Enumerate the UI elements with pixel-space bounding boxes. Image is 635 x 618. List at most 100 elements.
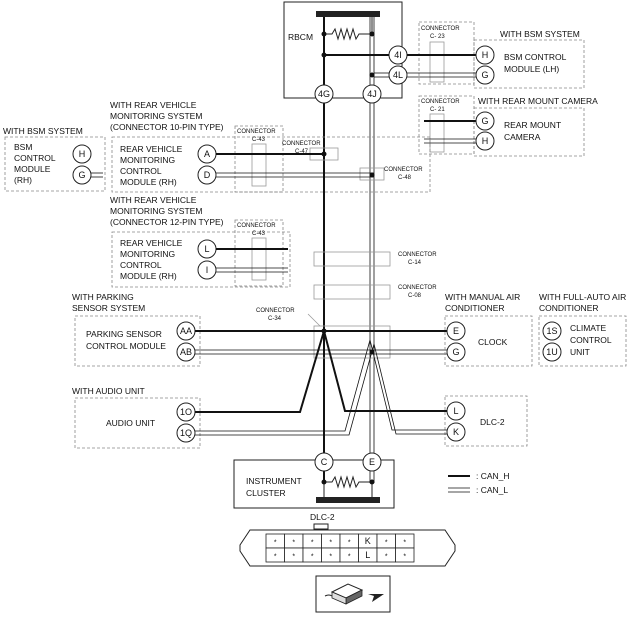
dlc2-pin-l: L [453, 406, 458, 416]
rvm10-line-3: CONTROL [120, 166, 162, 176]
bsm-rh-line-3: MODULE [14, 164, 51, 174]
rvm10-group: WITH REAR VEHICLE MONITORING SYSTEM (CON… [110, 100, 431, 193]
dlc-cell-label: * [274, 540, 277, 547]
c14-label: CONNECTOR [398, 252, 437, 258]
c08-id: C-08 [408, 293, 422, 299]
rvm10-connector-label: CONNECTOR [237, 129, 276, 135]
dlc-connector-cells: *****K*******L** [265, 533, 415, 563]
dlc-connector-face: DLC-2 *****K*******L** [239, 512, 456, 567]
rvm12-pin-l: L [204, 244, 209, 254]
climate-pin-1s: 1S [546, 326, 557, 336]
connector-icon-frame [315, 575, 391, 613]
clock-group-title-2: CONDITIONER [445, 303, 505, 313]
cluster-pin-c: C [321, 457, 328, 467]
cluster-line-2: CLUSTER [246, 488, 286, 498]
parking-group: WITH PARKING SENSOR SYSTEM PARKING SENSO… [72, 292, 447, 367]
rvm12-pin-i: I [206, 265, 209, 275]
bsm-lh-line-1: BSM CONTROL [504, 52, 567, 62]
parking-line-2: CONTROL MODULE [86, 341, 166, 351]
rear-camera-line-2: CAMERA [504, 132, 541, 142]
clock-group-title-1: WITH MANUAL AIR [445, 292, 520, 302]
rvm12-line-1: REAR VEHICLE [120, 238, 183, 248]
dlc-cell-label: * [403, 554, 406, 561]
climate-group-title-2: CONDITIONER [539, 303, 599, 313]
bsm-rh-line-4: (RH) [14, 175, 32, 185]
climate-group: WITH FULL-AUTO AIR CONDITIONER 1S 1U CLI… [538, 292, 627, 367]
dlc-cell-label: K [365, 536, 371, 546]
bsm-rh-line-2: CONTROL [14, 153, 56, 163]
dlc-cell-label: * [329, 540, 332, 547]
climate-pin-1u: 1U [546, 347, 558, 357]
rear-camera-connector-label: CONNECTOR [421, 99, 460, 105]
dlc-cell-label: * [311, 554, 314, 561]
rbcm-resistor [323, 17, 373, 41]
rvm10-group-title-2: MONITORING SYSTEM [110, 111, 202, 121]
dlc-cell-label: L [365, 550, 370, 560]
rvm12-group-title-1: WITH REAR VEHICLE [110, 195, 197, 205]
rvm12-line-2: MONITORING [120, 249, 175, 259]
dlc-cell-label: * [292, 540, 295, 547]
dlc2-pin-k: K [453, 427, 459, 437]
dlc-cell-label: * [403, 540, 406, 547]
rvm10-connector-id: C-43 [252, 137, 266, 143]
bsm-lh-pin-g: G [481, 70, 488, 80]
clock-label: CLOCK [478, 337, 508, 347]
dlc-cell-label: * [311, 540, 314, 547]
climate-line-3: UNIT [570, 347, 590, 357]
rvm10-pin-a: A [204, 149, 210, 159]
rear-camera-group-title: WITH REAR MOUNT CAMERA [478, 96, 598, 106]
clock-group: WITH MANUAL AIR CONDITIONER E G CLOCK [444, 292, 533, 367]
rvm10-group-title-3: (CONNECTOR 10-PIN TYPE) [110, 122, 224, 132]
rvm12-group-title-3: (CONNECTOR 12-PIN TYPE) [110, 217, 224, 227]
c08-label: CONNECTOR [398, 285, 437, 291]
legend-can-l: : CAN_L [476, 485, 508, 495]
rvm12-connector-id: C-43 [252, 231, 266, 237]
rvm10-line-4: MODULE (RH) [120, 177, 177, 187]
legend-can-h: : CAN_H [476, 471, 510, 481]
parking-group-title-2: SENSOR SYSTEM [72, 303, 145, 313]
rbcm-pin-4i: 4I [394, 50, 402, 60]
bsm-rh-group: WITH BSM SYSTEM BSM CONTROL MODULE (RH) … [3, 126, 106, 192]
parking-pin-aa: AA [180, 326, 192, 336]
rvm10-c48-id: C-48 [398, 175, 412, 181]
bsm-lh-connector-id: C- 23 [430, 34, 445, 40]
bsm-rh-group-title: WITH BSM SYSTEM [3, 126, 83, 136]
rear-camera-pin-g: G [481, 116, 488, 126]
bsm-rh-pin-h: H [79, 149, 86, 159]
dlc-cell-label: * [292, 554, 295, 561]
parking-pin-ab: AB [180, 347, 192, 357]
rbcm-pin-4l: 4L [393, 70, 403, 80]
inline-connectors: CONNECTOR C-14 CONNECTOR C-08 CONNECTOR … [256, 251, 437, 359]
branch-wires [195, 330, 447, 436]
rbcm-module: RBCM [283, 1, 403, 99]
rvm10-pin-d: D [204, 170, 211, 180]
dlc-cell-label: * [385, 540, 388, 547]
rbcm-pin-4j: 4J [367, 89, 377, 99]
dlc-cell-label: * [274, 554, 277, 561]
dlc-cell-label: * [348, 554, 351, 561]
bsm-rh-pin-g: G [78, 170, 85, 180]
parking-line-1: PARKING SENSOR [86, 329, 162, 339]
rear-camera-pin-h: H [482, 136, 489, 146]
audio-label: AUDIO UNIT [106, 418, 155, 428]
rear-camera-group: CONNECTOR C- 21 WITH REAR MOUNT CAMERA G… [418, 95, 598, 157]
audio-group-title: WITH AUDIO UNIT [72, 386, 145, 396]
bsm-lh-group: CONNECTOR C- 23 WITH BSM SYSTEM H G BSM … [407, 21, 585, 89]
bsm-lh-pin-h: H [482, 50, 489, 60]
dlc2-label: DLC-2 [480, 417, 505, 427]
bsm-lh-line-2: MODULE (LH) [504, 64, 559, 74]
c14-id: C-14 [408, 260, 422, 266]
bsm-rh-line-1: BSM [14, 142, 32, 152]
arrow-icon [368, 594, 384, 602]
rvm10-c48-label: CONNECTOR [384, 167, 423, 173]
climate-line-1: CLIMATE [570, 323, 607, 333]
cluster-group: C E INSTRUMENT CLUSTER [233, 452, 395, 509]
rvm12-line-3: CONTROL [120, 260, 162, 270]
rear-camera-connector-id: C- 21 [430, 107, 445, 113]
rvm10-line-1: REAR VEHICLE [120, 144, 183, 154]
cluster-line-1: INSTRUMENT [246, 476, 302, 486]
rvm12-line-4: MODULE (RH) [120, 271, 177, 281]
c34-id: C-34 [268, 316, 282, 322]
rvm10-c47-label: CONNECTOR [282, 141, 321, 147]
